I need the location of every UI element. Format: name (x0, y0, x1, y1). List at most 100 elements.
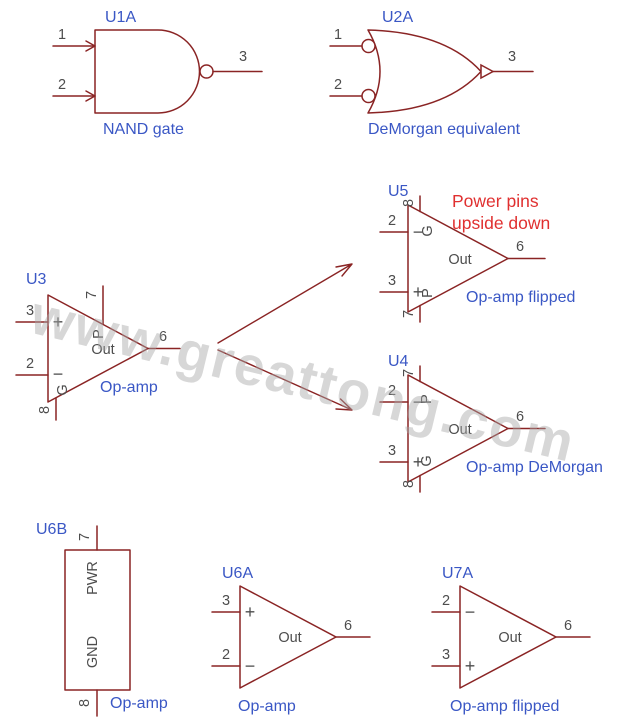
u7a-caption: Op-amp flipped (450, 698, 559, 715)
u7a-pin3-number: 3 (442, 647, 450, 663)
u6b-reference: U6B (36, 521, 67, 538)
nand-gate-u1a: U1A 1 2 3 NAND gate (52, 9, 263, 138)
u5-pin8-number: 8 (401, 199, 417, 207)
opamp-u6a: U6A 3 2 6 + − Out Op-amp (211, 565, 371, 715)
nand-body (94, 29, 201, 114)
u1a-input2-arrow-icon (85, 90, 96, 102)
u2a-input1-bubble-icon (361, 38, 376, 54)
u7a-out-label: Out (498, 630, 521, 646)
u4-minus-sign: − (413, 392, 424, 412)
u4-caption: Op-amp DeMorgan (466, 459, 603, 476)
u6b-pin7-number: 7 (77, 533, 93, 541)
u6a-plus-sign: + (245, 602, 256, 622)
opamp-u3: U3 3 2 6 7 8 + − Out P G Op-amp (15, 271, 181, 421)
u1a-input-wires (52, 45, 96, 97)
u3-triangle-body (47, 294, 149, 403)
warning-line2: upside down (452, 213, 550, 233)
u2a-pin2-number: 2 (334, 77, 342, 93)
u6b-pin8-number: 8 (77, 699, 93, 707)
u6a-pin2-number: 2 (222, 647, 230, 663)
u2a-reference: U2A (382, 9, 413, 26)
u5-power-pin-name: P (420, 288, 436, 298)
u4-gnd-pin-name: G (419, 455, 435, 466)
u7a-triangle-body (459, 585, 557, 689)
u2a-input-wires (329, 45, 363, 97)
u5-pin3-number: 3 (388, 273, 396, 289)
u6a-minus-sign: − (245, 656, 256, 676)
u1a-caption: NAND gate (103, 121, 184, 138)
fork-arrows (217, 263, 353, 411)
u6a-signal-wires (211, 611, 371, 667)
u4-plus-sign: + (413, 452, 424, 472)
u4-pin6-number: 6 (516, 409, 524, 425)
u4-signal-wires (379, 401, 546, 463)
arrow-up-icon (217, 263, 353, 344)
u6a-pin3-number: 3 (222, 593, 230, 609)
u3-caption: Op-amp (100, 379, 158, 396)
opamp-u4: U4 2 3 6 7 8 − + Out P G Op-amp DeMorgan (379, 353, 603, 493)
u5-reference: U5 (388, 183, 409, 200)
u5-pin7-number: 7 (401, 310, 417, 318)
u5-pin2-number: 2 (388, 213, 396, 229)
u3-signal-wires (15, 321, 181, 376)
u6a-out-label: Out (278, 630, 301, 646)
u3-reference: U3 (26, 271, 47, 288)
u4-pin8-number: 8 (401, 480, 417, 488)
u7a-pin6-number: 6 (564, 618, 572, 634)
u3-pin8-number: 8 (37, 406, 53, 414)
u4-pin7-number: 7 (401, 369, 417, 377)
u3-plus-sign: + (53, 312, 64, 332)
u2a-pin3-number: 3 (508, 49, 516, 65)
u5-plus-sign: + (413, 282, 424, 302)
u5-pin6-number: 6 (516, 239, 524, 255)
u7a-reference: U7A (442, 565, 473, 582)
u2a-caption: DeMorgan equivalent (368, 121, 521, 138)
u3-out-label: Out (91, 342, 114, 358)
warning-line1: Power pins (452, 191, 539, 211)
opamp-u5: U5 2 3 6 8 7 − + Out G P Op-amp flipped (379, 183, 575, 323)
u4-out-label: Out (448, 422, 471, 438)
arrow-down-icon (217, 349, 353, 411)
power-unit-u6b: U6B 7 8 PWR GND Op-amp (36, 521, 168, 717)
u1a-pin1-number: 1 (58, 27, 66, 43)
u3-gnd-pin-name: G (55, 384, 71, 395)
u6b-gnd-label: GND (85, 636, 101, 668)
u5-minus-sign: − (413, 222, 424, 242)
u7a-minus-sign: − (465, 602, 476, 622)
demorgan-gate-u2a: U2A 1 2 3 DeMorgan equivalent (329, 9, 534, 138)
u3-pin7-number: 7 (84, 291, 100, 299)
u2a-input2-bubble-icon (361, 88, 376, 104)
u6a-caption: Op-amp (238, 698, 296, 715)
u3-power-pin-name: P (91, 329, 107, 339)
u4-triangle-body (407, 374, 509, 483)
u6b-pwr-label: PWR (85, 561, 101, 595)
u5-gnd-pin-name: G (420, 225, 436, 236)
u6a-reference: U6A (222, 565, 253, 582)
u2a-output-arrow-icon (480, 63, 495, 80)
opamp-u7a: U7A 2 3 6 − + Out Op-amp flipped (431, 565, 591, 715)
u5-caption: Op-amp flipped (466, 289, 575, 306)
u6a-pin6-number: 6 (344, 618, 352, 634)
u1a-input1-arrow-icon (85, 40, 96, 52)
u4-pin3-number: 3 (388, 443, 396, 459)
u5-out-label: Out (448, 252, 471, 268)
u5-triangle-body (407, 204, 509, 313)
or-body (367, 29, 482, 114)
u1a-pin3-number: 3 (239, 49, 247, 65)
nand-output-bubble-icon (199, 64, 214, 79)
u3-pin3-number: 3 (26, 303, 34, 319)
u3-pin6-number: 6 (159, 329, 167, 345)
u5-signal-wires (379, 231, 546, 293)
u4-reference: U4 (388, 353, 409, 370)
u7a-plus-sign: + (465, 656, 476, 676)
u6a-triangle-body (239, 585, 337, 689)
u2a-pin1-number: 1 (334, 27, 342, 43)
warning-note: Power pins upside down (452, 191, 550, 233)
u4-pin2-number: 2 (388, 383, 396, 399)
u7a-signal-wires (431, 611, 591, 667)
u7a-pin2-number: 2 (442, 593, 450, 609)
u3-minus-sign: − (53, 364, 64, 384)
u1a-pin2-number: 2 (58, 77, 66, 93)
u1a-reference: U1A (105, 9, 136, 26)
